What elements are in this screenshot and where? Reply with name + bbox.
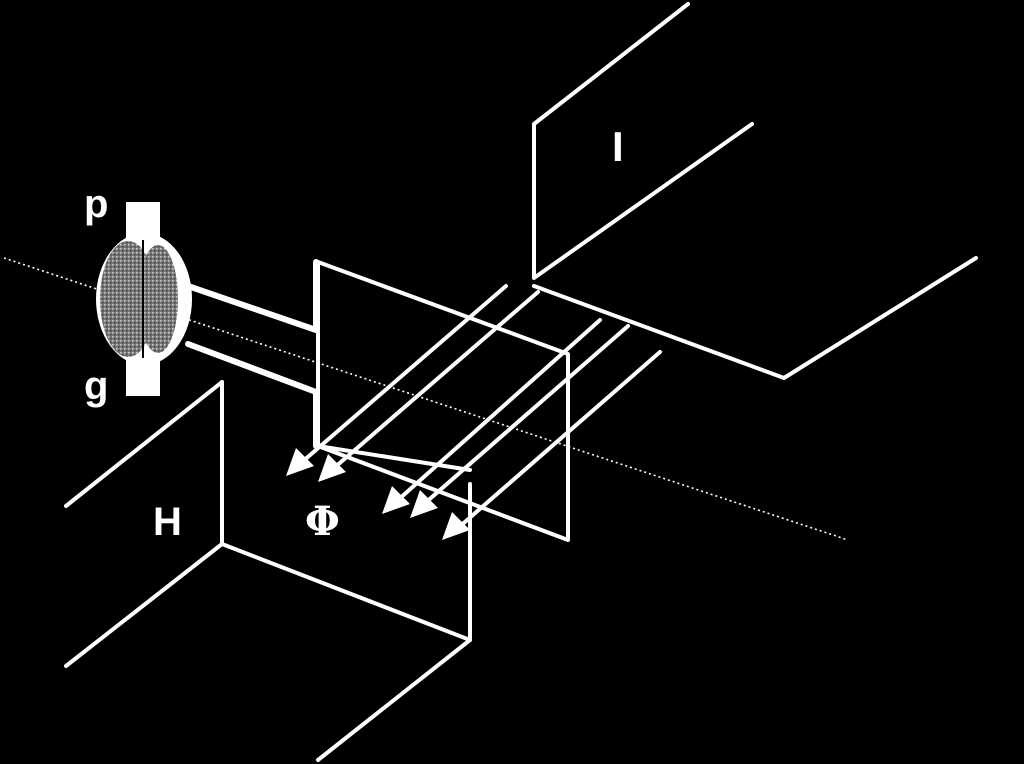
label-p: p [84, 182, 109, 226]
lens-beam [185, 259, 319, 449]
field-frame [316, 260, 570, 542]
lens-icon [96, 202, 192, 396]
arrow-head-icon [286, 448, 314, 476]
optical-axis [3, 257, 849, 541]
label-phi: Φ [305, 498, 340, 545]
plane-I [532, 2, 978, 380]
arrow-head-icon [410, 490, 438, 518]
arrow-heads [286, 448, 470, 540]
arrow-head-icon [382, 486, 410, 514]
arrow-head-icon [318, 454, 346, 482]
light-rays [300, 284, 662, 530]
label-g: g [84, 364, 109, 408]
label-I: I [612, 123, 624, 170]
label-H: H [153, 500, 182, 544]
plane-H [64, 380, 472, 762]
arrow-head-icon [442, 512, 470, 540]
